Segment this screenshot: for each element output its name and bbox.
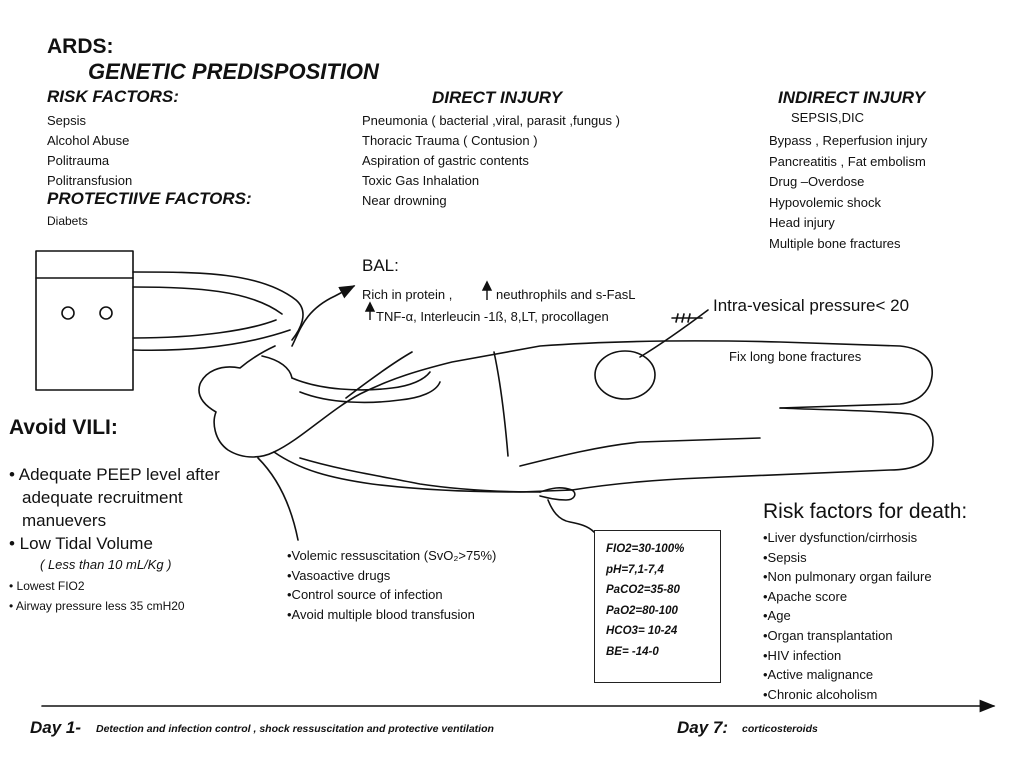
direct-injury-heading: DIRECT INJURY [432,88,563,107]
ards-title: ARDS: [47,35,114,58]
list-item: Head injury [769,215,835,230]
list-item: Pneumonia ( bacterial ,viral, parasit ,f… [362,113,620,128]
vili-peep-line-3: manuevers [22,511,107,530]
protective-factors-item: Diabets [47,214,88,228]
bal-line-1a: Rich in protein , [362,287,453,302]
target-value: PaCO2=35-80 [606,584,680,596]
list-item: Toxic Gas Inhalation [362,173,480,188]
bal-arrow [291,285,356,347]
list-item: Bypass , Reperfusion injury [769,133,928,148]
vili-tidal-note: ( Less than 10 mL/Kg ) [40,557,172,572]
bal-heading: BAL: [362,256,399,275]
direct-injury-list: Pneumonia ( bacterial ,viral, parasit ,f… [362,111,620,211]
list-item: •Apache score [763,588,848,604]
protective-factors-heading: PROTECTIIVE FACTORS: [47,189,252,208]
list-item: Alcohol Abuse [47,133,130,148]
list-item: •Avoid multiple blood transfusion [287,606,475,622]
bladder-indicator [594,309,709,400]
endotracheal-tube [291,371,431,391]
patient-arm [299,457,595,533]
list-item: •Volemic ressuscitation (SvO₂>75%) [287,548,497,563]
target-value: HCO3= 10-24 [606,625,678,637]
list-item: •Organ transplantation [763,627,893,643]
target-value: BE= -14-0 [606,645,659,658]
list-item: Hypovolemic shock [769,194,881,210]
list-item: •Vasoactive drugs [287,567,391,583]
indirect-injury-heading: INDIRECT INJURY [778,88,926,107]
timeline-day7: Day 7: [677,718,729,737]
list-item: Drug –Overdose [769,174,865,189]
timeline-day1: Day 1- [30,718,82,737]
list-item: Near drowning [362,193,447,208]
vili-peep-line-1: • Adequate PEEP level after [9,465,220,484]
target-value: PaO2=80-100 [606,604,678,617]
list-item: Multiple bone fractures [769,235,901,251]
target-value: pH=7,1-7,4 [606,563,664,576]
genetic-predisposition-title: GENETIC PREDISPOSITION [88,59,379,84]
list-item: Politransfusion [47,173,133,188]
indirect-injury-item: SEPSIS,DIC [791,110,864,125]
list-item: •Chronic alcoholism [763,686,878,702]
risk-factors-heading: RISK FACTORS: [47,87,179,106]
vili-peep-line-2: adequate recruitment [22,488,183,507]
list-item: •Liver dysfunction/cirrhosis [763,530,918,545]
death-risk-list: •Liver dysfunction/cirrhosis •Sepsis •No… [763,528,932,704]
list-item: Aspiration of gastric contents [362,153,529,168]
bal-line-2: TNF-α, Interleucin -1ß, 8,LT, procollage… [376,309,609,324]
bal-line-1b: neuthrophils and s-FasL [496,287,636,302]
list-item: Sepsis [47,113,87,128]
intra-vesical-label: Intra-vesical pressure< 20 [713,296,910,315]
timeline-day1-text: Detection and infection control , shock … [96,723,494,735]
list-item: •Active malignance [763,667,874,683]
resuscitation-list: •Volemic ressuscitation (SvO₂>75%) •Vaso… [287,546,496,624]
vili-fio2: • Lowest FIO2 [9,579,85,593]
list-item: •Control source of infection [287,587,443,602]
list-item: •Sepsis [763,549,807,565]
list-item: •HIV infection [763,647,842,663]
list-item: Politrauma [47,153,110,168]
vili-airway: • Airway pressure less 35 cmH20 [9,599,185,613]
list-item: Pancreatitis , Fat embolism [769,153,926,169]
list-item: •Age [763,608,791,624]
list-item: •Non pulmonary organ failure [763,569,932,585]
risk-factors-list: Sepsis Alcohol Abuse Politrauma Politran… [47,111,132,191]
fix-fractures-label: Fix long bone fractures [729,349,862,364]
targets-box: FIO2=30-100% pH=7,1-7,4 PaCO2=35-80 PaO2… [594,530,721,683]
list-item: Thoracic Trauma ( Contusion ) [362,133,538,148]
vili-tidal: • Low Tidal Volume [9,534,153,553]
ventilator [35,250,134,391]
timeline-day7-text: corticosteroids [742,723,818,735]
patient-body [273,340,934,493]
avoid-vili-heading: Avoid VILI: [9,416,118,439]
ventilator-tubing [132,271,304,352]
target-value: FIO2=30-100% [606,543,685,555]
indirect-injury-list: Bypass , Reperfusion injury Pancreatitis… [769,131,927,254]
death-risk-heading: Risk factors for death: [763,500,968,523]
patient-head [198,345,293,458]
